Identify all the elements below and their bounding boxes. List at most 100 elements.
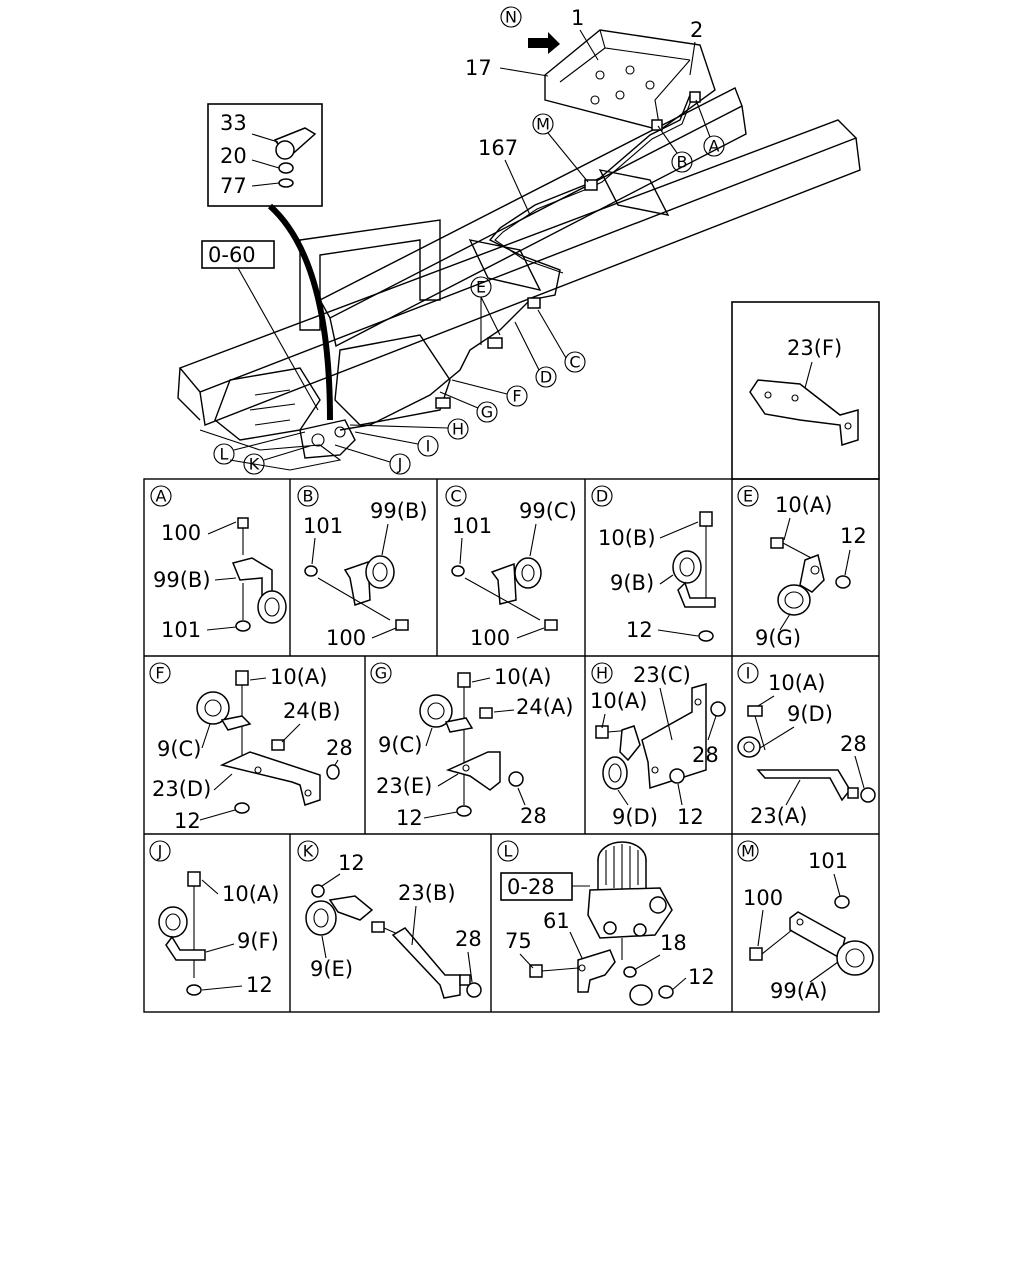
bolt-icon — [459, 974, 471, 986]
clamp-icon — [305, 900, 337, 936]
label-g-24a: 24(A) — [516, 695, 573, 719]
label-g-10a: 10(A) — [494, 665, 551, 689]
bolt-icon — [699, 511, 713, 527]
arrow-icon — [528, 32, 560, 54]
svg-text:F: F — [512, 387, 521, 406]
callout-i: I — [354, 431, 439, 457]
bracket-icon — [577, 949, 616, 993]
bracket-icon — [789, 911, 846, 960]
label-i-28: 28 — [840, 732, 867, 756]
panel-l: L 0-28 61 75 18 12 — [497, 840, 715, 1006]
callout-j: J — [334, 444, 411, 475]
nut-icon — [311, 884, 325, 898]
label-k-28: 28 — [455, 927, 482, 951]
bracket-icon — [756, 769, 851, 802]
bracket-icon — [799, 553, 825, 593]
clamp-icon — [672, 550, 702, 584]
bolt-icon — [479, 707, 493, 719]
callout-m: M — [532, 113, 589, 183]
label-m-100: 100 — [743, 886, 783, 910]
label-a-101: 101 — [161, 618, 201, 642]
bracket-icon — [445, 751, 501, 791]
nut-icon — [456, 805, 472, 817]
label-c-100: 100 — [470, 626, 510, 650]
svg-text:C: C — [569, 353, 580, 372]
panel-k: K 12 23(B) 28 9(E) — [297, 840, 482, 999]
label-part-1: 1 — [571, 6, 584, 30]
panel-f: F 10(A) 24(B) 9(C) 28 23(D) 12 — [149, 662, 353, 833]
label-i-10a: 10(A) — [768, 671, 825, 695]
clamp-icon — [514, 557, 542, 589]
label-a-99b: 99(B) — [153, 568, 211, 592]
label-g-9c: 9(C) — [378, 733, 422, 757]
nut-icon — [860, 787, 876, 803]
label-g-23e: 23(E) — [376, 774, 432, 798]
panel-key-f: F — [155, 664, 164, 683]
bolt-icon — [747, 705, 763, 717]
label-h-12: 12 — [677, 805, 704, 829]
panel-j: J 10(A) 9(F) 12 — [149, 840, 279, 997]
clamp-icon — [836, 940, 874, 976]
svg-text:I: I — [426, 437, 431, 456]
label-f-9c: 9(C) — [157, 737, 201, 761]
callout-f: F — [451, 379, 528, 407]
bracket-icon — [219, 751, 321, 806]
panel-key-l: L — [504, 842, 513, 861]
nut-icon — [835, 575, 851, 589]
label-b-101: 101 — [303, 514, 343, 538]
panel-key-d: D — [596, 487, 608, 506]
callout-n: N — [500, 6, 522, 28]
svg-text:G: G — [481, 403, 493, 422]
label-n: N — [505, 8, 517, 27]
clamp-icon — [419, 694, 453, 728]
clamp-icon — [196, 691, 230, 725]
nut-icon — [186, 984, 202, 996]
label-part-167: 167 — [478, 136, 518, 160]
label-part-33: 33 — [220, 111, 247, 135]
svg-text:K: K — [249, 455, 260, 474]
label-c-99c: 99(C) — [519, 499, 577, 523]
label-f-12: 12 — [174, 809, 201, 833]
label-ref-0-60: 0-60 — [208, 243, 256, 267]
bolt-icon — [770, 537, 784, 549]
callout-l: L — [213, 431, 306, 465]
label-h-9d: 9(D) — [612, 805, 658, 829]
nut-icon — [451, 565, 465, 577]
label-l-75: 75 — [505, 929, 532, 953]
panel-d: D 10(B) 9(B) 12 — [591, 485, 716, 642]
label-l-61: 61 — [543, 909, 570, 933]
label-h-10a: 10(A) — [590, 689, 647, 713]
label-m-101: 101 — [808, 849, 848, 873]
bolt-icon — [457, 672, 471, 688]
panel-m: M 101 100 99(A) — [737, 840, 874, 1003]
label-part-20: 20 — [220, 144, 247, 168]
clamp-icon — [257, 590, 287, 624]
nut-icon — [508, 771, 524, 787]
nut-icon — [710, 701, 726, 717]
bolt-icon — [544, 619, 558, 631]
ref-box-0-60: 0-60 — [201, 240, 319, 411]
clamp-icon — [602, 756, 628, 790]
label-f-23d: 23(D) — [152, 777, 211, 801]
label-f-28: 28 — [326, 736, 353, 760]
bracket-icon — [749, 379, 859, 446]
panel-e: E 10(A) 12 9(G) — [737, 485, 867, 650]
bracket-icon — [641, 683, 707, 790]
bolt-icon — [395, 619, 409, 631]
label-part-17: 17 — [465, 56, 492, 80]
clamp-icon — [365, 555, 395, 589]
label-i-23a: 23(A) — [750, 804, 807, 828]
callout-b: B — [657, 125, 693, 173]
svg-text:L: L — [220, 445, 229, 464]
label-k-12: 12 — [338, 851, 365, 875]
panel-h: H 23(C) 10(A) 28 9(D) 12 — [590, 662, 726, 829]
nut-icon — [834, 895, 850, 909]
label-m-99a: 99(A) — [770, 979, 827, 1003]
callout-k: K — [243, 445, 311, 475]
panel-key-e: E — [743, 487, 753, 506]
bracket-icon — [343, 560, 371, 606]
callout-d: D — [514, 321, 557, 388]
svg-text:M: M — [536, 115, 550, 134]
bolt-icon — [271, 739, 285, 751]
